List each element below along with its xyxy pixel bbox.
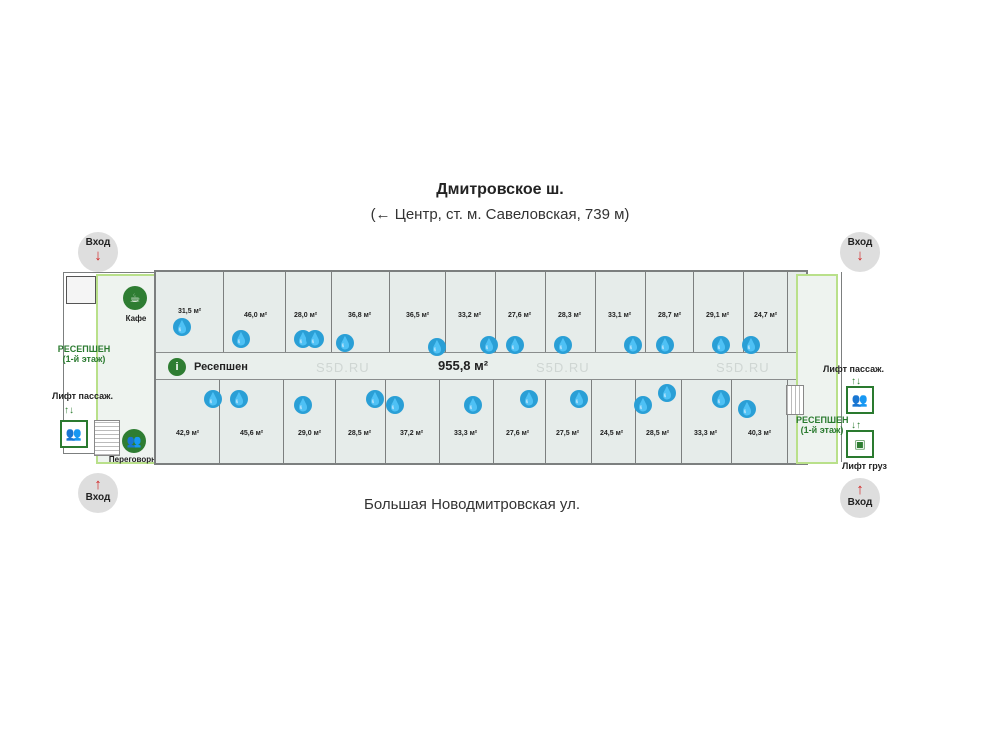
right-wing-highlight <box>796 274 838 464</box>
water-icon: 💧 <box>712 336 730 354</box>
entry-bottom-left: ↑ Вход <box>78 473 118 513</box>
room-top-3[interactable]: 28,0 м² <box>286 272 332 352</box>
entry-top-right: Вход ↓ <box>840 232 880 272</box>
room-bottom-4[interactable]: 28,5 м² <box>336 380 386 463</box>
arrow-up-icon: ↑ <box>94 476 102 493</box>
arrow-up-icon: ↑ <box>856 481 864 498</box>
room-bottom-7[interactable]: 27,6 м² <box>494 380 546 463</box>
water-icon: 💧 <box>464 396 482 414</box>
cargo-lift-icon: ▣ <box>846 430 874 458</box>
entry-label: Вход <box>85 492 111 503</box>
room-bottom-2[interactable]: 45,6 м² <box>220 380 284 463</box>
arrow-down-icon: ↓ <box>856 247 864 264</box>
water-icon: 💧 <box>624 336 642 354</box>
room-top-7[interactable]: 27,6 м² <box>496 272 546 352</box>
watermark: S5D.RU <box>536 360 590 375</box>
passenger-lift-icon: 👥 <box>60 420 88 448</box>
room-top-12[interactable]: 24,7 м² <box>744 272 788 352</box>
entry-label: Вход <box>847 237 873 248</box>
water-icon: 💧 <box>506 336 524 354</box>
meeting-room-label: Переговорная <box>108 455 166 464</box>
entry-bottom-right: ↑ Вход <box>840 478 880 518</box>
room-top-5[interactable]: 36,5 м² <box>390 272 446 352</box>
passenger-lift-icon: 👥 <box>846 386 874 414</box>
left-stairs <box>94 420 120 456</box>
watermark: S5D.RU <box>716 360 770 375</box>
entry-label: Вход <box>847 497 873 508</box>
room-top-4[interactable]: 36,8 м² <box>332 272 390 352</box>
water-icon: 💧 <box>230 390 248 408</box>
water-icon: 💧 <box>570 390 588 408</box>
room-top-11[interactable]: 29,1 м² <box>694 272 744 352</box>
floor-plan: 31,5 м² 46,0 м² 28,0 м² 36,8 м² 36,5 м² … <box>154 270 808 465</box>
water-icon: 💧 <box>173 318 191 336</box>
room-bottom-11[interactable]: 33,3 м² <box>682 380 732 463</box>
room-bottom-5[interactable]: 37,2 м² <box>386 380 440 463</box>
reception-label: Ресепшен <box>194 361 248 373</box>
room-top-2[interactable]: 46,0 м² <box>224 272 286 352</box>
room-bottom-9[interactable]: 24,5 м² <box>592 380 636 463</box>
water-icon: 💧 <box>480 336 498 354</box>
water-icon: 💧 <box>658 384 676 402</box>
water-icon: 💧 <box>204 390 222 408</box>
water-icon: 💧 <box>386 396 404 414</box>
left-lift-label: Лифт пассаж. <box>52 391 113 401</box>
room-top-10[interactable]: 28,7 м² <box>646 272 694 352</box>
entry-top-left: Вход ↓ <box>78 232 118 272</box>
water-icon: 💧 <box>738 400 756 418</box>
right-stairs <box>786 385 804 415</box>
water-icon: 💧 <box>294 396 312 414</box>
corridor <box>156 352 806 380</box>
lift-arrows-icon: ↑↓ <box>64 405 74 416</box>
arrow-down-icon: ↓ <box>94 247 102 264</box>
water-icon: 💧 <box>336 334 354 352</box>
stair-box <box>66 276 96 304</box>
room-top-6[interactable]: 33,2 м² <box>446 272 496 352</box>
water-icon: 💧 <box>366 390 384 408</box>
cafe-label: Кафе <box>125 314 147 323</box>
water-icon: 💧 <box>656 336 674 354</box>
street-bottom: Большая Новодмитровская ул. <box>364 496 580 513</box>
water-icon: 💧 <box>428 338 446 356</box>
info-icon: i <box>168 358 186 376</box>
street-top-subtitle: (← Центр, ст. м. Савеловская, 739 м) <box>370 206 630 223</box>
room-bottom-6[interactable]: 33,3 м² <box>440 380 494 463</box>
entry-label: Вход <box>85 237 111 248</box>
right-wall <box>830 272 842 462</box>
room-bottom-1[interactable]: 42,9 м² <box>156 380 220 463</box>
room-bottom-3[interactable]: 29,0 м² <box>284 380 336 463</box>
water-icon: 💧 <box>306 330 324 348</box>
right-lift-label: Лифт пассаж. <box>823 364 884 374</box>
lift-arrows-icon: ↑↓ <box>851 376 861 387</box>
lift-arrows-icon: ↓↑ <box>851 420 861 431</box>
water-icon: 💧 <box>520 390 538 408</box>
cafe-icon: ☕ <box>123 286 147 310</box>
water-icon: 💧 <box>554 336 572 354</box>
room-top-8[interactable]: 28,3 м² <box>546 272 596 352</box>
water-icon: 💧 <box>232 330 250 348</box>
meeting-room-icon: 👥 <box>122 429 146 453</box>
room-bottom-10[interactable]: 28,5 м² <box>636 380 682 463</box>
room-top-1[interactable]: 31,5 м² <box>156 272 224 352</box>
right-reception-label: РЕСЕПШЕН (1-й этаж) <box>796 415 849 435</box>
watermark: S5D.RU <box>316 360 370 375</box>
room-bottom-8[interactable]: 27,5 м² <box>546 380 592 463</box>
cargo-lift-label: Лифт груз <box>842 461 887 471</box>
total-area: 955,8 м² <box>438 358 489 373</box>
room-top-9[interactable]: 33,1 м² <box>596 272 646 352</box>
water-icon: 💧 <box>712 390 730 408</box>
water-icon: 💧 <box>742 336 760 354</box>
water-icon: 💧 <box>634 396 652 414</box>
left-reception-label: РЕСЕПШЕН (1-й этаж) <box>57 344 111 364</box>
street-top-title: Дмитровское ш. <box>436 181 564 198</box>
room-bottom-12[interactable]: 40,3 м² <box>732 380 788 463</box>
